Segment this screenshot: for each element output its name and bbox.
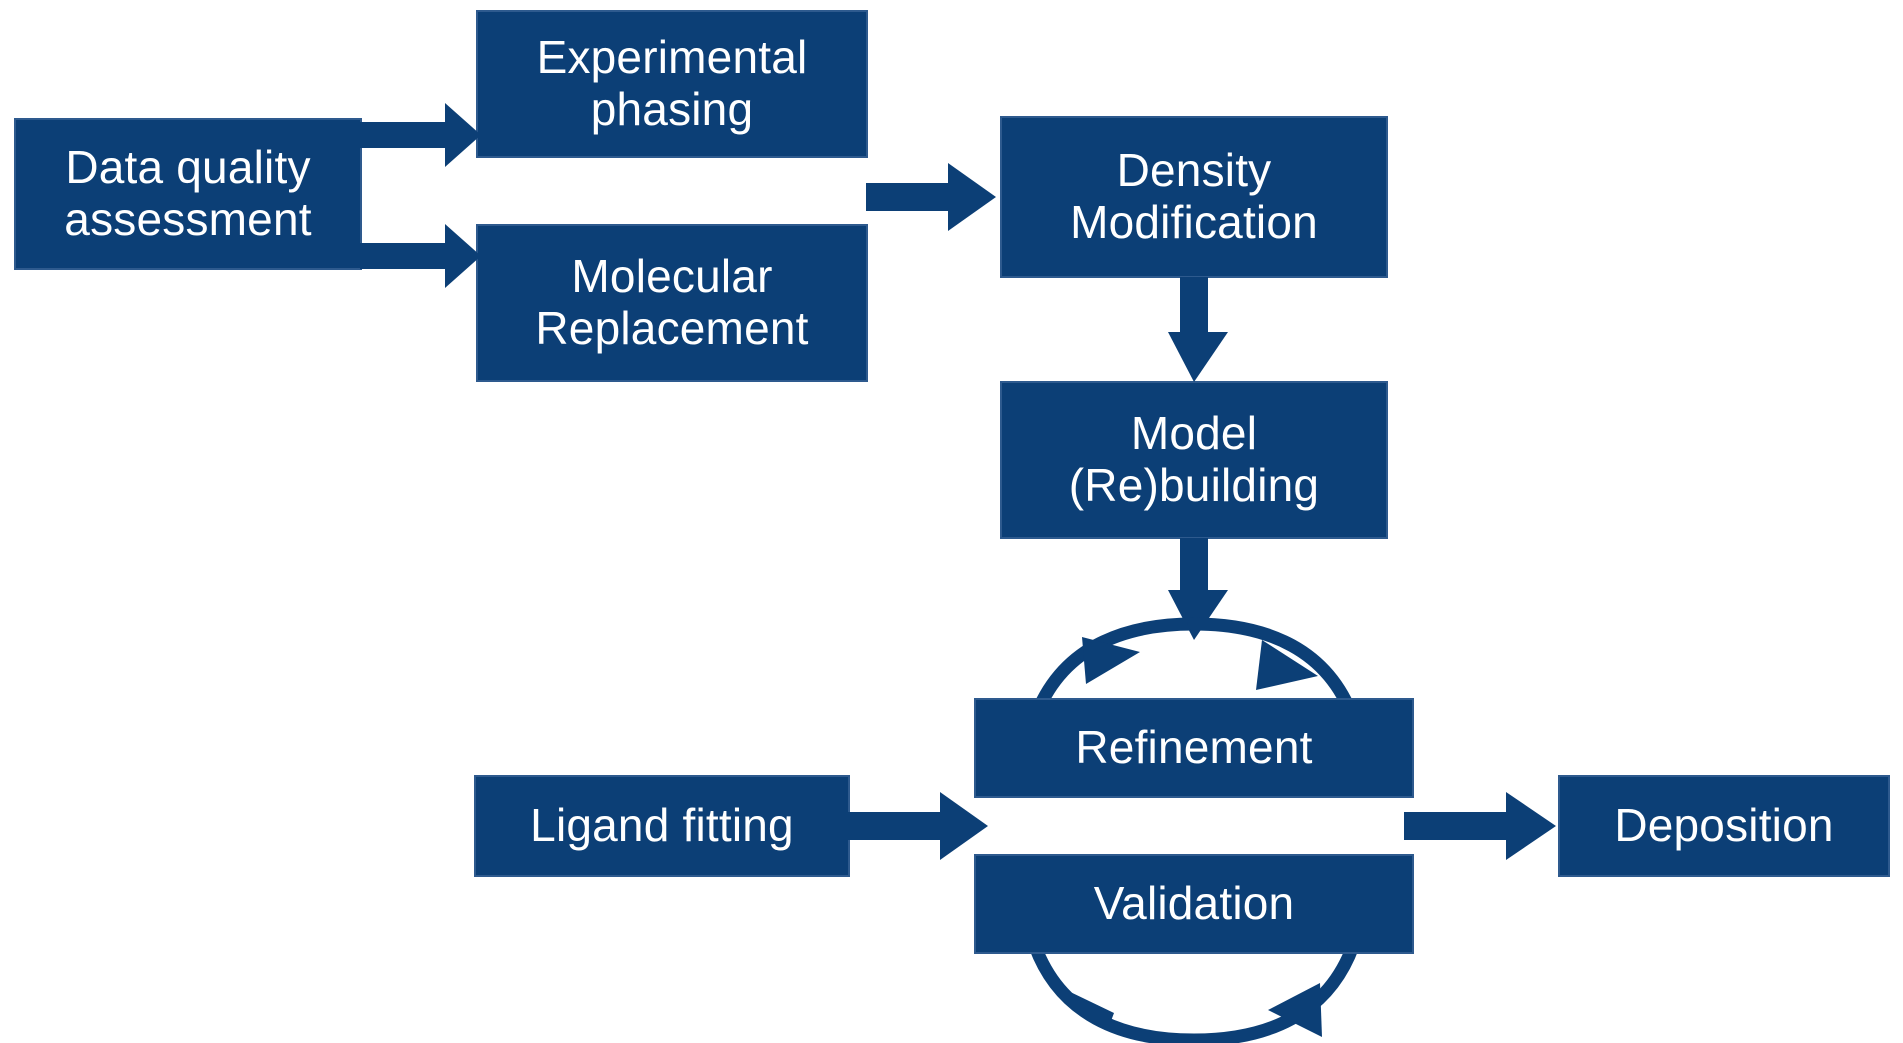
arrow-phasing-to-density-modification bbox=[866, 163, 996, 231]
node-deposition[interactable]: Deposition bbox=[1558, 775, 1890, 877]
node-density-modification[interactable]: Density Modification bbox=[1000, 116, 1388, 278]
node-molecular-replacement[interactable]: Molecular Replacement bbox=[476, 224, 868, 382]
arrow-model-to-cycle bbox=[1168, 538, 1228, 640]
node-ligand-fitting[interactable]: Ligand fitting bbox=[474, 775, 850, 877]
node-refinement[interactable]: Refinement bbox=[974, 698, 1414, 798]
arrow-dqa-to-molecular-replacement bbox=[360, 224, 481, 288]
arrow-dqa-to-experimental-phasing bbox=[360, 103, 481, 167]
node-model-rebuilding[interactable]: Model (Re)building bbox=[1000, 381, 1388, 539]
arrow-cycle-to-deposition bbox=[1404, 792, 1556, 860]
arrow-ligand-fitting-to-cycle bbox=[848, 792, 988, 860]
node-validation[interactable]: Validation bbox=[974, 854, 1414, 954]
cycle-loop-bottom-arc bbox=[1028, 939, 1360, 1043]
cycle-loop-top-arc bbox=[1028, 617, 1360, 725]
arrow-density-modification-to-model bbox=[1168, 277, 1228, 382]
node-data-quality-assessment[interactable]: Data quality assessment bbox=[14, 118, 362, 270]
node-experimental-phasing[interactable]: Experimental phasing bbox=[476, 10, 868, 158]
